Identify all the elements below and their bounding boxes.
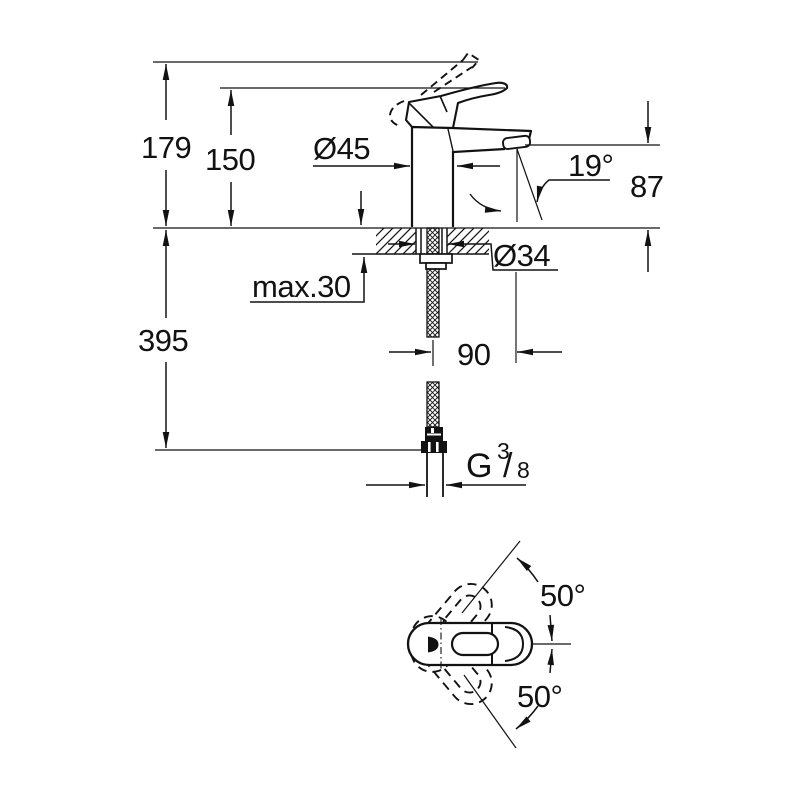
thread-slash: / — [503, 447, 513, 485]
braided-hose-upper — [426, 268, 440, 338]
shank-walls — [415, 228, 448, 254]
thread-prefix: G — [466, 447, 492, 485]
mounting-deck — [352, 227, 489, 497]
handle-facet-line — [408, 102, 436, 130]
dim-hole-diameter-label: Ø34 — [493, 238, 550, 273]
handle-facet-line-2 — [439, 95, 448, 113]
dim-deck-thickness-label: max.30 — [252, 269, 351, 304]
mounting-flange-step — [425, 262, 447, 270]
mounting-flange — [419, 253, 453, 264]
dim-overall-height-label: 179 — [141, 130, 191, 165]
swivel-angle-arrows — [515, 557, 555, 730]
dim-handle-height-label: 150 — [205, 142, 255, 177]
dim-swivel-upper-label: 50° — [540, 578, 585, 613]
handle-lever — [404, 81, 509, 132]
dim-hose-length-label: 395 — [138, 323, 188, 358]
braided-hose-shank — [426, 227, 440, 255]
dim-reach-label: 90 — [457, 337, 491, 372]
braided-hose-lower — [426, 381, 440, 428]
dim-body-diameter-label: Ø45 — [313, 131, 370, 166]
swivel-arc-arrow — [469, 193, 502, 213]
faucet-top-view: 50° 50° — [406, 540, 586, 749]
top-view-lever-pad — [450, 631, 500, 657]
swivel-angle-references — [461, 540, 571, 749]
top-view-spout-cap — [504, 626, 525, 662]
top-view-pivot-mark — [428, 636, 439, 653]
thread-denominator: 8 — [517, 457, 529, 483]
deck-hatch-left — [376, 228, 416, 254]
deck-hatch-right — [447, 228, 489, 254]
dimension-annotations: 179 150 Ø45 19° 87 max.30 Ø34 395 90 G 3… — [138, 61, 664, 489]
aerator — [502, 134, 532, 150]
dim-spout-angle-label: 19° — [568, 148, 613, 183]
connection-tube — [426, 453, 444, 497]
hose-crimp-collar — [425, 427, 443, 441]
extension-lines — [153, 61, 660, 451]
thread-numerator: 3 — [497, 438, 509, 464]
faucet-side-view — [389, 51, 543, 227]
dimension-lines — [162, 64, 652, 489]
stream-reference-lines — [516, 148, 543, 222]
hose-hex-nut — [421, 441, 447, 453]
dim-swivel-lower-label: 50° — [517, 679, 562, 714]
dim-thread-label: G 3 / 8 — [466, 438, 530, 485]
faucet-body — [410, 125, 533, 227]
dim-spout-height-label: 87 — [630, 169, 663, 204]
